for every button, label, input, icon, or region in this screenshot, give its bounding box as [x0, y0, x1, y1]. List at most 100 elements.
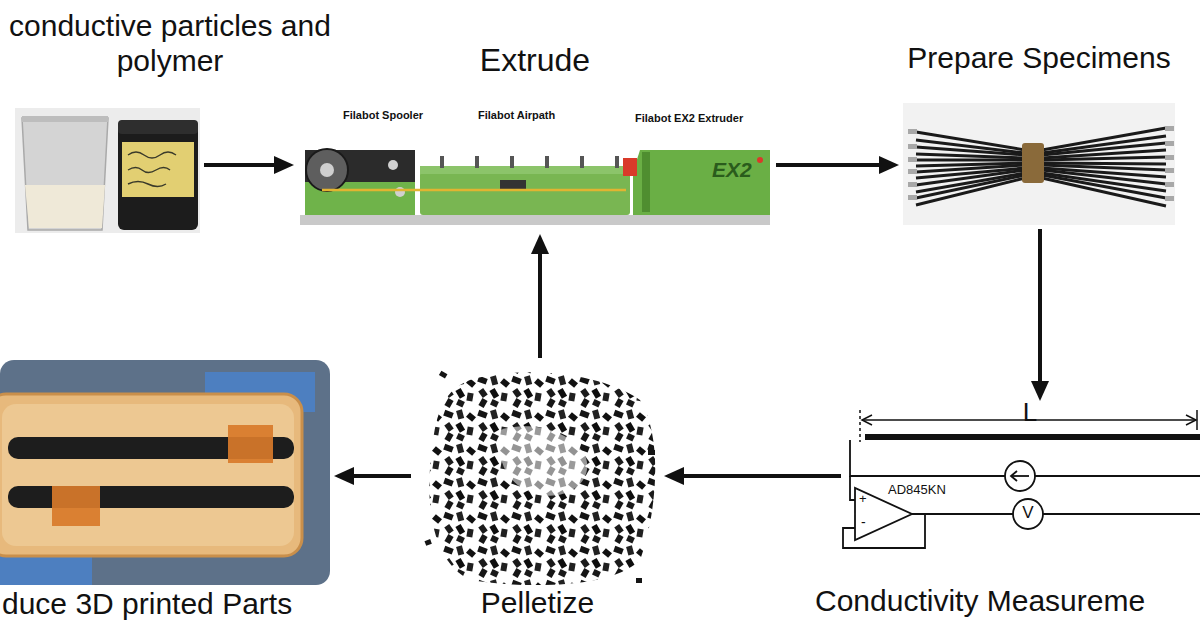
- printed-part-photo-part: [52, 486, 100, 526]
- extruder-line-illustration-part: [388, 160, 398, 170]
- materials-photo-part: [15, 108, 200, 233]
- measurement-circuit-part: [912, 513, 1013, 515]
- materials-photo-part: [122, 142, 194, 197]
- arrow-head: [274, 156, 294, 174]
- specimens-photo-part-part: [1165, 196, 1174, 201]
- specimens-photo-part-part: [1165, 155, 1174, 160]
- extruder-line-illustration-part: [320, 163, 334, 177]
- pellets-photo-part: [429, 372, 655, 585]
- printed-part-photo-part: [0, 394, 302, 556]
- specimens-photo-part: [903, 103, 1175, 225]
- extruder-line-illustration-part: [306, 149, 348, 191]
- circuit-label: -: [861, 515, 866, 530]
- measurement-circuit-part: [865, 434, 1200, 440]
- materials-photo-part: [25, 185, 105, 228]
- specimens-photo-part: [1022, 143, 1044, 183]
- pellets-photo-part: [424, 539, 431, 546]
- process-step: Prepare Specimens: [903, 103, 1175, 225]
- process-step: conductive particles and polymer: [15, 108, 200, 233]
- arrow-head: [531, 234, 549, 254]
- specimens-photo-part-part: [1165, 168, 1174, 173]
- extruder-line-illustration-part: [510, 156, 514, 168]
- step-title: Extrude: [298, 42, 772, 79]
- arrow-shaft: [352, 474, 411, 478]
- printed-part-photo-part: [8, 486, 294, 508]
- extruder-line-illustration: [300, 149, 770, 225]
- flow-arrow: [334, 467, 411, 485]
- specimens-photo-part-part: [1165, 141, 1174, 146]
- measurement-circuit-part: [1043, 513, 1200, 515]
- measurement-circuit-part: [1035, 475, 1200, 477]
- arrow-shaft: [204, 163, 276, 167]
- flow-arrow: [204, 156, 294, 174]
- measurement-circuit-part: [1005, 461, 1035, 491]
- materials-photo-part: [22, 116, 108, 122]
- materials-photo: [15, 108, 200, 233]
- machine-label: Filabot Spooler: [343, 109, 423, 121]
- arrow-head: [664, 467, 684, 485]
- printed-part-photo: [0, 360, 330, 585]
- step-title: conductive particles and polymer: [0, 8, 340, 78]
- measurement-circuit-part: [1186, 415, 1196, 425]
- pellets-photo-part: [499, 426, 587, 496]
- step-title: duce 3D printed Parts: [2, 586, 362, 621]
- flow-arrow: [531, 234, 549, 358]
- arrow-shaft: [1038, 229, 1042, 383]
- extruder-line-illustration-part: [322, 189, 626, 192]
- extruder-line-illustration-part: [642, 152, 650, 212]
- machine-label: Filabot EX2 Extruder: [635, 112, 743, 124]
- measurement-circuit-part: [843, 514, 925, 548]
- extruder-line-illustration-part: [757, 157, 763, 163]
- pellets-photo-part: [439, 371, 448, 379]
- extruder-line-illustration-part: [300, 215, 770, 225]
- flow-arrow: [776, 156, 899, 174]
- specimens-photo-part: [916, 128, 1166, 206]
- flow-arrow: [664, 467, 841, 485]
- measurement-circuit-part: [862, 415, 872, 425]
- step-title: Conductivity Measureme: [815, 583, 1200, 618]
- extruder-line-illustration-part: [545, 156, 549, 168]
- extruder-line-illustration-part: [475, 156, 479, 168]
- specimens-photo-part-part: [908, 144, 917, 149]
- specimens-photo-part-part: [908, 157, 917, 162]
- extruder-line-illustration-part: [440, 156, 444, 168]
- extruder-line-illustration-part: [500, 180, 526, 190]
- arrow-head: [334, 467, 354, 485]
- materials-photo-part: [128, 152, 176, 187]
- measurement-circuit-part: [1196, 410, 1198, 430]
- measurement-circuit-part: [859, 410, 861, 442]
- step-title: Prepare Specimens: [879, 40, 1199, 75]
- specimens-photo-part: [908, 126, 1174, 201]
- pellets-photo-part: [415, 362, 660, 590]
- pellets-photo-part: [648, 450, 655, 455]
- pellets-photo-part: [636, 578, 642, 583]
- flow-arrow: [1031, 229, 1049, 401]
- circuit-label: +: [859, 492, 867, 506]
- extruder-line-illustration-part: [420, 166, 630, 174]
- measurement-circuit-part: [1011, 471, 1017, 481]
- machine-label: EX2: [712, 158, 752, 181]
- measurement-circuit-part: [1011, 475, 1029, 477]
- arrow-shaft: [538, 252, 542, 358]
- specimens-photo-part-part: [1165, 182, 1174, 187]
- specimens-photo-part-part: [1165, 126, 1174, 131]
- specimens-photo-part-part: [908, 129, 917, 134]
- extruder-line-illustration-part: [395, 187, 405, 197]
- materials-photo-part: [22, 118, 108, 230]
- circuit-label: L: [1023, 398, 1037, 427]
- printed-part-photo-part: [228, 425, 273, 463]
- arrow-head: [879, 156, 899, 174]
- measurement-circuit: [843, 410, 1200, 548]
- circuit-label: AD845KN: [888, 483, 946, 497]
- extruder-line-illustration-part: [623, 158, 637, 176]
- materials-photo-part: [118, 120, 198, 230]
- specimens-photo-part-part: [908, 195, 917, 200]
- specimens-photo: [903, 103, 1175, 225]
- materials-photo-part: [118, 120, 198, 134]
- extruder-line-illustration-part: [420, 172, 630, 215]
- extruder-line-illustration-part: [580, 156, 584, 168]
- arrow-shaft: [682, 474, 841, 478]
- process-step: Pelletize: [415, 362, 660, 590]
